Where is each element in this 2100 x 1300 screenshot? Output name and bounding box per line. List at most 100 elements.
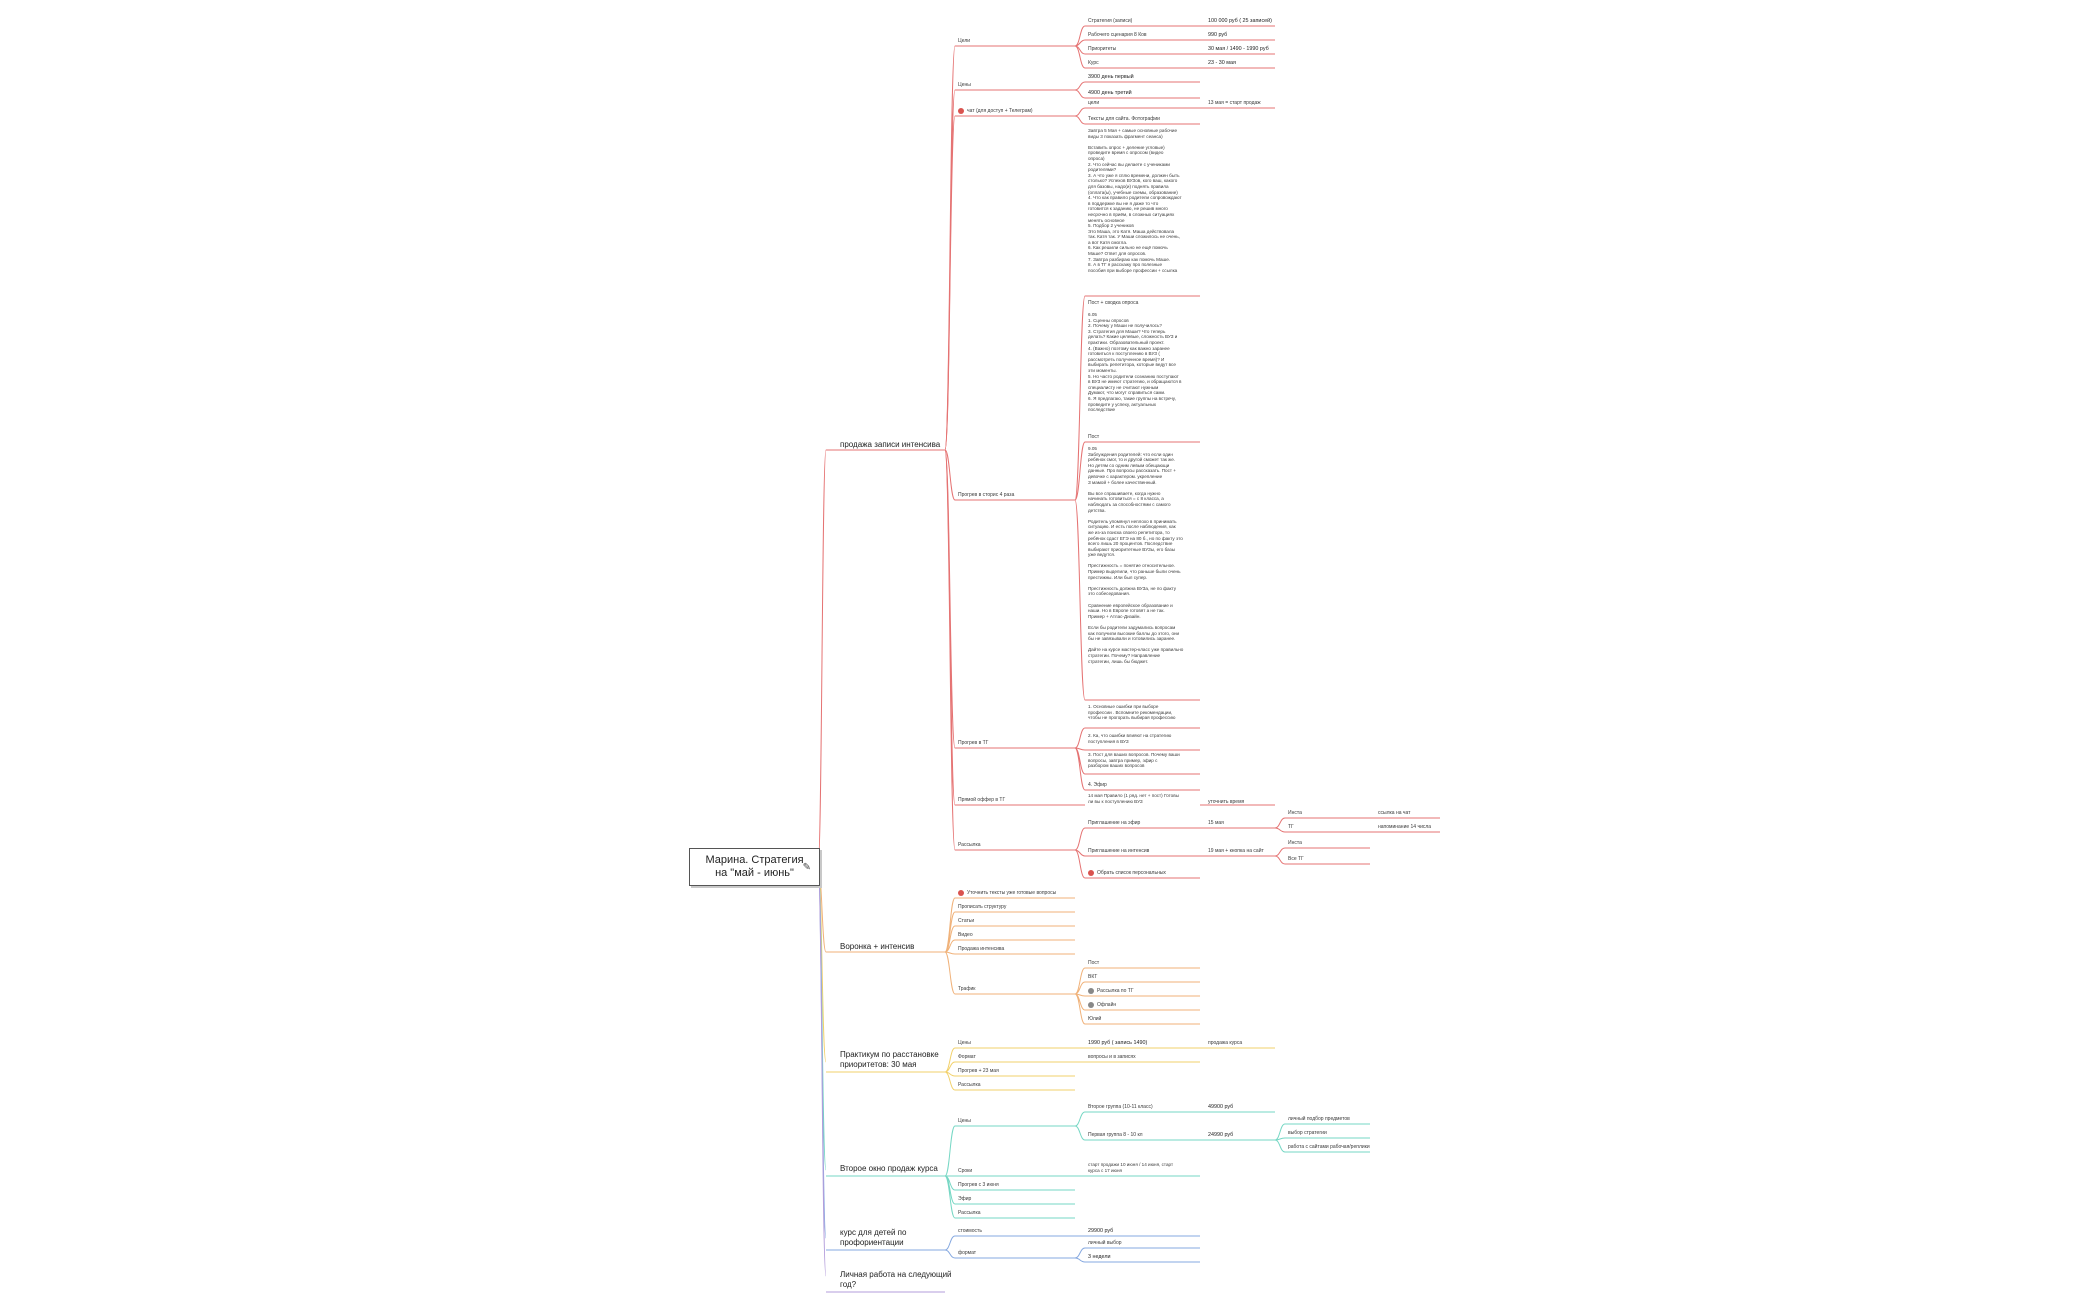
- note-icon[interactable]: ✎: [802, 862, 811, 873]
- topic-kurs-line2: профориентации: [840, 1238, 904, 1247]
- topic-kurs[interactable]: курс для детей по профориентации: [840, 1228, 906, 1248]
- praktikum-item-3[interactable]: Рассылка: [958, 1082, 981, 1088]
- kurs-item-1[interactable]: формат: [958, 1250, 977, 1256]
- voronka-item-4[interactable]: Продажа интенсива: [958, 946, 1005, 952]
- kurs-format-1[interactable]: 3 недели: [1088, 1254, 1111, 1260]
- kurs-format-0[interactable]: личный выбор: [1088, 1240, 1122, 1246]
- tseli-k-1[interactable]: Рабочего сценария 8 Ков: [1088, 32, 1147, 38]
- root-title-line2: на "май - июнь": [715, 867, 794, 879]
- rassylka-item-1[interactable]: Приглашение на эфир: [1088, 820, 1141, 826]
- rassylka-r1[interactable]: Инста: [1288, 810, 1302, 816]
- rassylka-item-3[interactable]: Обрать список персональных: [1097, 870, 1166, 876]
- chat-k-1[interactable]: Тексты для сайта. Фотографии: [1088, 116, 1160, 122]
- trafik-1[interactable]: ВКТ: [1088, 974, 1098, 980]
- node-chat[interactable]: чат (для доступ + Телеграм): [967, 108, 1033, 114]
- node-progrev-tg[interactable]: Прогрев в ТГ: [958, 740, 989, 746]
- vtoroe-r-1[interactable]: выбор стратегии: [1288, 1130, 1327, 1136]
- rassylka-item-2-value[interactable]: 19 мая + кнопка на сайт: [1208, 848, 1264, 854]
- node-progrev-storis[interactable]: Прогрев в сторис 4 раза: [958, 492, 1015, 498]
- chat-k-0[interactable]: цели: [1088, 100, 1100, 106]
- flag-icon: [1088, 988, 1094, 994]
- praktikum-item-0[interactable]: Цены: [958, 1040, 971, 1046]
- vtoroe-group-2[interactable]: Первая группа 8 - 10 кл: [1088, 1132, 1143, 1138]
- node-tseli[interactable]: Цели: [958, 38, 971, 44]
- tseli-v-0[interactable]: 100 000 руб ( 25 записей): [1208, 18, 1272, 24]
- praktikum-item-2[interactable]: Прогрев + 23 мая: [958, 1068, 999, 1074]
- vtoroe-item-2[interactable]: Прогрев с 3 июня: [958, 1182, 999, 1188]
- trafik-2[interactable]: Рассылка по ТГ: [1097, 988, 1134, 994]
- storis-label-3[interactable]: Пост: [1088, 434, 1100, 440]
- trafik-0[interactable]: Пост: [1088, 960, 1100, 966]
- voronka-item-0[interactable]: Уточнить тексты уже готовые вопросы: [967, 890, 1057, 896]
- storis-text-1[interactable]: Завтра 5 Мая + самые основные рабочие ви…: [1088, 128, 1182, 273]
- praktikum-price[interactable]: 1990 руб ( запись 1490): [1088, 1040, 1148, 1046]
- rassylka-item-2[interactable]: Приглашение на интенсив: [1088, 848, 1150, 854]
- kurs-item-0[interactable]: стоимость: [958, 1228, 982, 1234]
- rassylka-r3[interactable]: Инста: [1288, 840, 1302, 846]
- topic-voronka[interactable]: Воронка + интенсив: [840, 942, 915, 951]
- topic-kurs-line1: курс для детей по: [840, 1228, 907, 1237]
- storis-text-3[interactable]: 9.05 Заблуждения родителей: что если оди…: [1088, 446, 1184, 664]
- pryamoy-right[interactable]: уточнить время: [1208, 799, 1245, 805]
- praktikum-format[interactable]: вопросы и в записях: [1088, 1054, 1136, 1060]
- storis-label-2[interactable]: Пост + сводка опроса: [1088, 300, 1139, 306]
- priority-flag-icon: [958, 108, 964, 114]
- vtoroe-item-3[interactable]: Эфир: [958, 1196, 972, 1202]
- tseli-k-3[interactable]: Курс: [1088, 60, 1099, 66]
- vtoroe-group-2-price[interactable]: 24990 руб: [1208, 1132, 1234, 1138]
- tseli-k-0[interactable]: Стратегия (записи): [1088, 18, 1133, 24]
- topic-lichnaya-line1: Личная работа на следующий: [840, 1270, 952, 1279]
- priority-flag-icon: [958, 890, 964, 896]
- topic-prodazha[interactable]: продажа записи интенсива: [840, 440, 941, 449]
- node-rassylka[interactable]: Рассылка: [958, 842, 981, 848]
- vtoroe-group-1-price[interactable]: 49900 руб: [1208, 1104, 1234, 1110]
- rassylka-item-1-value[interactable]: 15 мая: [1208, 820, 1224, 826]
- trafik-3[interactable]: Офлайн: [1097, 1002, 1117, 1008]
- tseli-v-2[interactable]: 30 мая / 1490 - 1990 руб: [1208, 46, 1269, 52]
- voronka-item-5[interactable]: Трафик: [958, 986, 976, 992]
- rassylka-r4[interactable]: Все ТГ: [1288, 856, 1304, 862]
- node-tseny[interactable]: Цены: [958, 82, 971, 88]
- tseli-v-3[interactable]: 23 - 30 мая: [1208, 60, 1236, 66]
- voronka-item-2[interactable]: Статьи: [958, 918, 975, 924]
- rassylka-r2[interactable]: ТГ: [1288, 824, 1294, 830]
- tg-item-3[interactable]: 4. Эфир: [1088, 782, 1107, 788]
- priority-flag-icon: [1088, 870, 1094, 876]
- pryamoy-text[interactable]: 14 мая Правило (1 ряд. нет + пост) Готов…: [1088, 793, 1179, 804]
- kurs-price[interactable]: 29900 руб: [1088, 1228, 1114, 1234]
- topic-praktikum[interactable]: Практикум по расстановке приоритетов: 30…: [840, 1050, 939, 1070]
- vtoroe-item-0[interactable]: Цены: [958, 1118, 971, 1124]
- topic-praktikum-line2: приоритетов: 30 мая: [840, 1060, 917, 1069]
- tseny-1[interactable]: 4900 день третий: [1088, 90, 1132, 96]
- praktikum-price-right[interactable]: продажа курса: [1208, 1040, 1243, 1046]
- tg-item-1[interactable]: 2. Ка, что ошибки влияют на стратегию по…: [1088, 733, 1172, 744]
- vtoroe-sroki[interactable]: старт продажи 10 июня / 14 июня, старт к…: [1088, 1162, 1174, 1173]
- vtoroe-group-1[interactable]: Второе группа (10-11 класс): [1088, 1104, 1153, 1110]
- praktikum-item-1[interactable]: Формат: [958, 1054, 976, 1060]
- vtoroe-r-2[interactable]: работа с сайтами рабочая/реплики: [1288, 1144, 1370, 1150]
- chat-v-0[interactable]: 13 мая = старт продаж: [1208, 100, 1261, 106]
- voronka-item-3[interactable]: Видео: [958, 932, 973, 938]
- voronka-item-1[interactable]: Прописать структуру: [958, 904, 1007, 910]
- root-title-line1: Марина. Стратегия: [705, 854, 804, 866]
- vtoroe-r-0[interactable]: личный подбор предметов: [1288, 1116, 1350, 1122]
- topic-vtoroe[interactable]: Второе окно продаж курса: [840, 1164, 938, 1173]
- topic-lichnaya-line2: год?: [840, 1280, 857, 1289]
- tseli-k-2[interactable]: Приоритеты: [1088, 46, 1117, 52]
- vtoroe-item-4[interactable]: Рассылка: [958, 1210, 981, 1216]
- trafik-4[interactable]: Юлий: [1088, 1016, 1102, 1022]
- root-topic[interactable]: Марина. Стратегия на "май - июнь" ✎: [689, 848, 820, 886]
- tg-item-2[interactable]: 3. Пост для ваших вопросов. Почему ваши …: [1088, 752, 1180, 769]
- rassylka-r1-value[interactable]: ссылка на чат: [1378, 810, 1411, 816]
- topic-praktikum-line1: Практикум по расстановке: [840, 1050, 939, 1059]
- topic-lichnaya[interactable]: Личная работа на следующий год?: [840, 1270, 952, 1290]
- tseny-0[interactable]: 3900 день первый: [1088, 74, 1134, 80]
- node-pryamoy[interactable]: Прямой оффер в ТГ: [958, 797, 1006, 803]
- flag-icon: [1088, 1002, 1094, 1008]
- tg-item-0[interactable]: 1. Основные ошибки при выборе профессии …: [1088, 704, 1176, 721]
- storis-text-2[interactable]: 6.05 1. Сценны опросов 2. Почему у Маши …: [1088, 312, 1182, 413]
- rassylka-r2-value[interactable]: напоминание 14 числа: [1378, 824, 1432, 830]
- vtoroe-item-1[interactable]: Сроки: [958, 1168, 973, 1174]
- tseli-v-1[interactable]: 990 руб: [1208, 32, 1228, 38]
